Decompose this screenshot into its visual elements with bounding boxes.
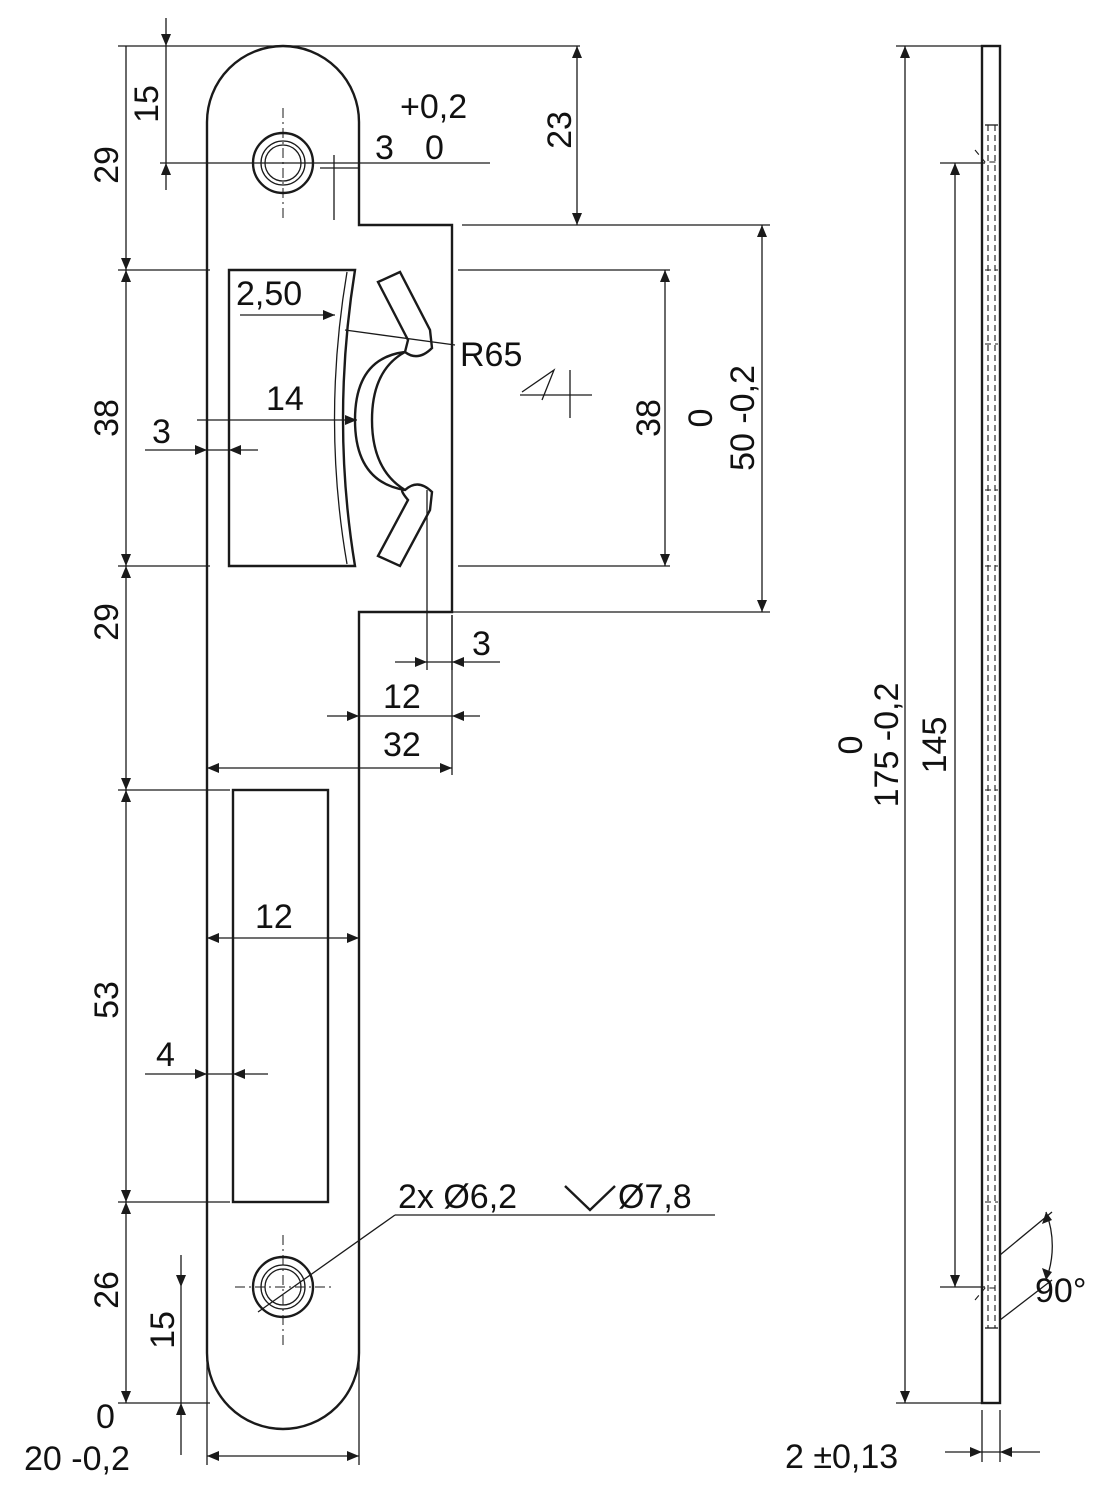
bolt-slot [231, 788, 330, 1204]
dim-hole-callout: 2x Ø6,2 [398, 1178, 517, 1216]
dim-slot-margin: 4 [156, 1036, 175, 1074]
dim-length: 175 -0,2 [868, 683, 906, 808]
dim-plate-to-tab: 32 [383, 726, 421, 764]
dim-bottom-section: 26 [88, 1271, 126, 1309]
dim-width-tol: 0 [96, 1398, 115, 1436]
dim-latch-width: 14 [266, 380, 304, 418]
latch-opening-edge [333, 271, 348, 565]
plate-outline [205, 44, 454, 1431]
dim-left-window-height: 38 [88, 399, 126, 437]
dim-bottom-hole-offset: 15 [144, 1311, 182, 1349]
dim-thickness: 2 ±0,13 [785, 1438, 898, 1476]
dim-plate-width: 20 -0,2 [24, 1440, 130, 1478]
top-screw-hole [235, 108, 340, 220]
dim-length-tol: 0 [832, 736, 870, 755]
dim-top-tol-upper: +0,2 [400, 88, 467, 126]
front-dimension-text: 15 +0,2 3 0 23 29 2,50 R65 14 3 38 38 0 … [24, 85, 762, 1478]
dim-tab-height-tol: 0 [682, 409, 720, 428]
dim-radius: R65 [460, 336, 522, 374]
dim-countersink: Ø7,8 [618, 1178, 692, 1216]
dim-latch-clearance: 2,50 [236, 275, 302, 313]
dim-mid-section: 29 [88, 603, 126, 641]
dim-tab-width: 12 [383, 678, 421, 716]
dim-top-section: 29 [88, 146, 126, 184]
dim-angle: 90° [1035, 1272, 1086, 1310]
dim-notch-depth-lower: 0 [425, 129, 444, 167]
dim-hole-spacing: 145 [916, 717, 954, 774]
dim-slot-width: 12 [255, 898, 293, 936]
side-dimension-text: 0 175 -0,2 145 90° 2 ±0,13 [785, 683, 1086, 1476]
dim-tab-height: 50 -0,2 [724, 365, 762, 471]
side-dimension-lines [896, 45, 1053, 1462]
strike-plate-front-view [205, 44, 454, 1431]
latch-spring-clip [353, 270, 434, 568]
dim-notch-depth-value: 3 [375, 129, 394, 167]
bottom-screw-hole [235, 1235, 335, 1345]
dim-latch-left-margin: 3 [152, 413, 171, 451]
strike-plate-side-view [974, 44, 1002, 1405]
dim-slot-height: 53 [88, 981, 126, 1019]
dim-tab-offset: 3 [472, 625, 491, 663]
front-dimension-lines [118, 18, 770, 1465]
dim-top-hole-offset: 15 [128, 85, 166, 123]
dim-opening-height: 38 [630, 399, 668, 437]
side-profile [980, 44, 1002, 1405]
dim-top-to-tab: 23 [541, 111, 579, 149]
latch-opening [227, 268, 357, 568]
